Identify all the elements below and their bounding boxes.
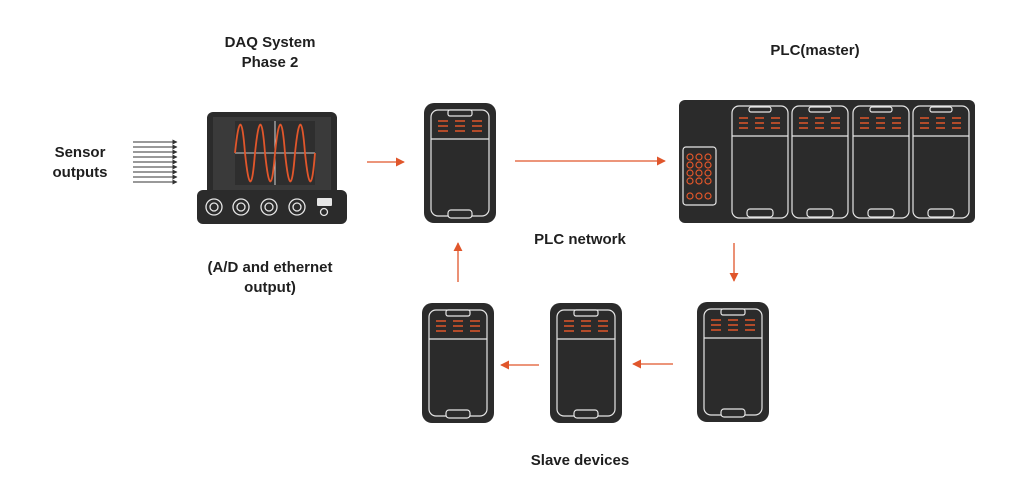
daq-title-line2: Phase 2 — [241, 54, 299, 71]
daq-title-line1: DAQ System — [224, 34, 316, 51]
plc-network-module-icon — [423, 102, 497, 224]
daq-note-line1: (A/D and ethernet — [207, 259, 333, 276]
plc-master-rack-icon — [679, 100, 975, 223]
daq-output-note: (A/D and ethernet output) — [180, 258, 360, 298]
sensor-line1: Sensor — [54, 144, 106, 161]
sensor-outputs-label: Sensor outputs — [40, 143, 120, 183]
slave-device-icon — [549, 302, 623, 424]
sensor-line2: outputs — [52, 164, 108, 181]
flow-arrows — [367, 156, 739, 370]
daq-note-line2: output) — [244, 279, 296, 296]
plc-master-label: PLC(master) — [770, 42, 860, 59]
sensor-lines — [133, 139, 178, 185]
daq-system-title: DAQ System Phase 2 — [200, 33, 340, 73]
slave-device-icon — [421, 302, 495, 424]
slave-device-icon — [696, 301, 770, 423]
plc-network-label: PLC network — [534, 231, 626, 248]
slave-devices-label: Slave devices — [530, 452, 630, 469]
daq-device-icon — [197, 112, 347, 224]
